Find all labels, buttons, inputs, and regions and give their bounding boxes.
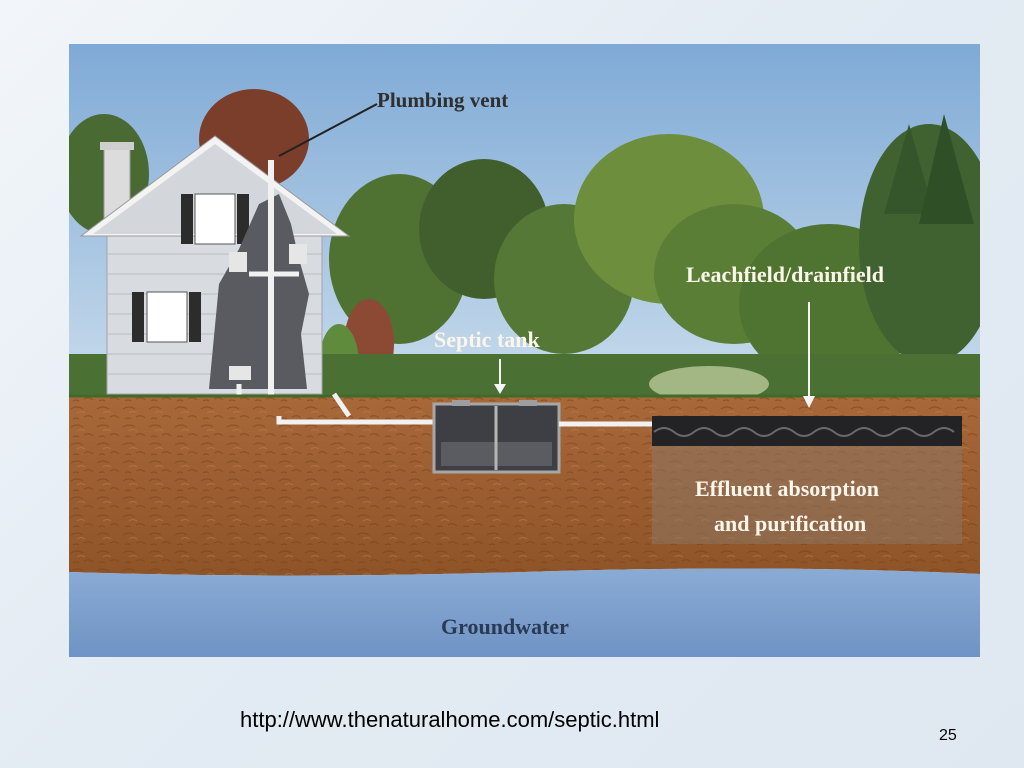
slide-number: 25 [939,727,957,744]
leachfield-trench [652,416,962,544]
absorption-zone [652,446,962,544]
house [79,135,351,395]
callouts [278,103,815,408]
plumbing-vent-leader [278,103,378,157]
diagram-svg: Plumbing vent Leachfield/drainfield Sept… [69,44,980,657]
house-drain-pipe [276,392,434,425]
tree-line [69,89,980,404]
label-septic-tank: Septic tank [434,327,541,352]
label-leachfield: Leachfield/drainfield [686,262,884,287]
label-effluent-line2: and purification [714,511,866,536]
label-groundwater: Groundwater [441,614,569,639]
septic-tank [432,400,561,474]
label-effluent-line1: Effluent absorption [695,476,879,501]
septic-system-diagram: Plumbing vent Leachfield/drainfield Sept… [69,44,980,657]
window-upper [194,193,236,245]
window-lower [146,291,188,343]
source-url-link[interactable]: http://www.thenaturalhome.com/septic.htm… [240,707,660,732]
groundwater-layer [69,568,980,657]
label-plumbing-vent: Plumbing vent [377,88,508,112]
house-cutaway [209,194,309,389]
